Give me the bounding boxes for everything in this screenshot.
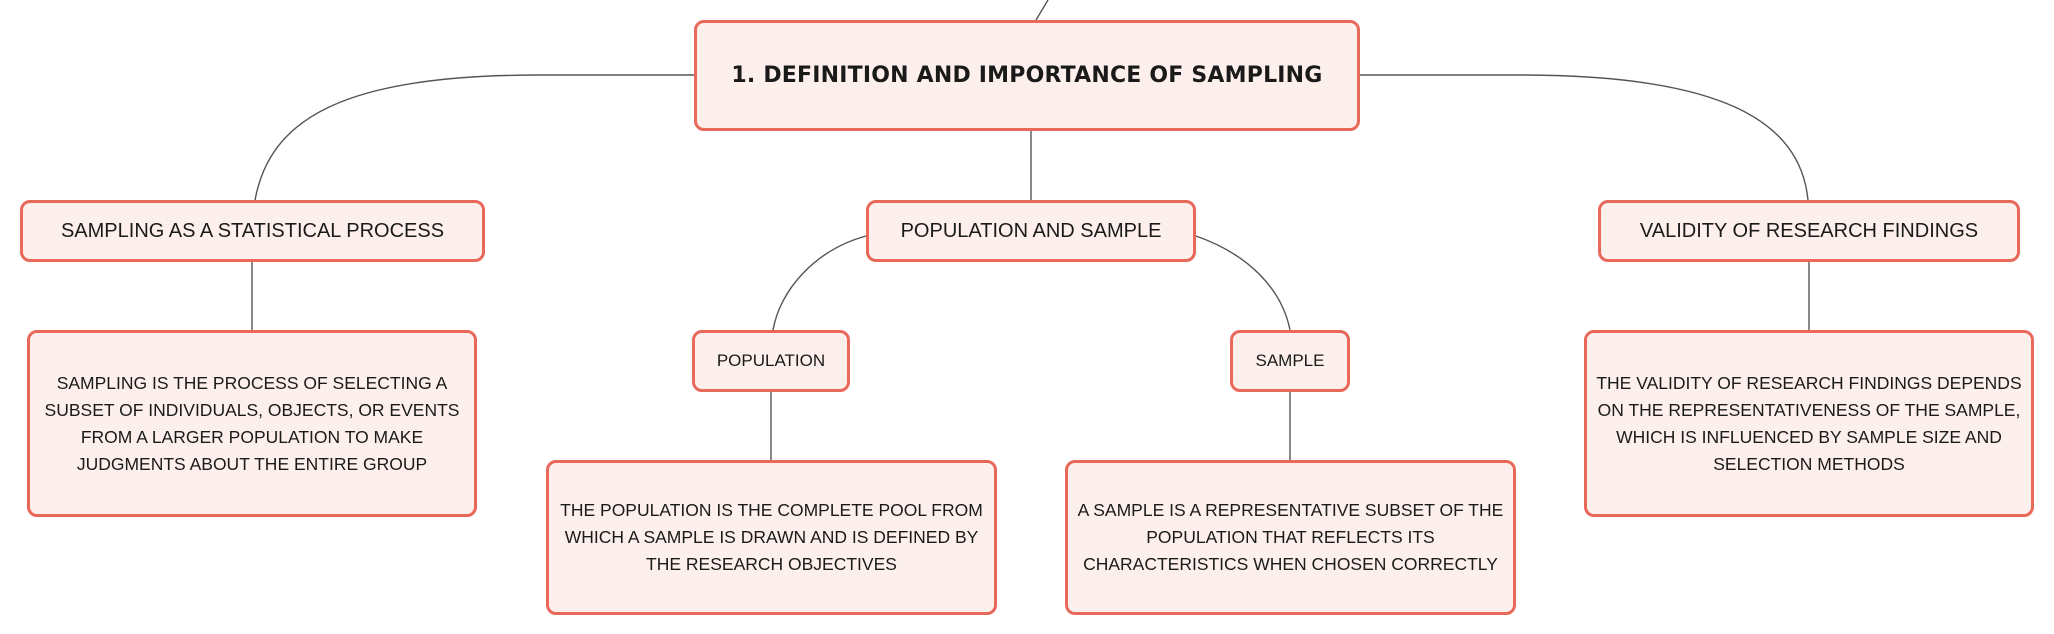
topic-node-sampling-process[interactable]: SAMPLING AS A STATISTICAL PROCESS — [20, 200, 485, 262]
connector-root-to-sampling-process — [254, 74, 694, 201]
description-text: THE POPULATION IS THE COMPLETE POOL FROM… — [560, 500, 983, 574]
description-node-population[interactable]: THE POPULATION IS THE COMPLETE POOL FROM… — [546, 460, 997, 615]
topic-node-label: VALIDITY OF RESEARCH FINDINGS — [1639, 219, 1979, 242]
description-node-sampling-process[interactable]: SAMPLING IS THE PROCESS OF SELECTING A S… — [27, 330, 477, 517]
description-node-validity[interactable]: THE VALIDITY OF RESEARCH FINDINGS DEPEND… — [1584, 330, 2034, 517]
connector-root-to-validity — [1360, 74, 1809, 201]
description-text: A SAMPLE IS A REPRESENTATIVE SUBSET OF T… — [1077, 500, 1504, 574]
topic-node-label: POPULATION AND SAMPLE — [900, 219, 1162, 242]
topic-node-label: SAMPLING AS A STATISTICAL PROCESS — [60, 219, 445, 242]
subtopic-node-label: SAMPLE — [1255, 351, 1325, 370]
subtopic-node-label: POPULATION — [716, 351, 826, 370]
subtopic-node-sample[interactable]: SAMPLE — [1230, 330, 1350, 392]
topic-node-population-and-sample[interactable]: POPULATION AND SAMPLE — [866, 200, 1196, 262]
topic-node-validity[interactable]: VALIDITY OF RESEARCH FINDINGS — [1598, 200, 2020, 262]
description-node-sample[interactable]: A SAMPLE IS A REPRESENTATIVE SUBSET OF T… — [1065, 460, 1516, 615]
connector-root-parent — [1035, 0, 1049, 21]
root-node[interactable]: 1. DEFINITION AND IMPORTANCE OF SAMPLING — [694, 20, 1360, 131]
subtopic-node-population[interactable]: POPULATION — [692, 330, 850, 392]
description-text: THE VALIDITY OF RESEARCH FINDINGS DEPEND… — [1596, 372, 2022, 474]
description-text: SAMPLING IS THE PROCESS OF SELECTING A S… — [44, 372, 460, 474]
connector-population-and-sample-to-population — [772, 235, 867, 331]
connector-population-and-sample-to-sample — [1195, 235, 1291, 331]
root-node-label: 1. DEFINITION AND IMPORTANCE OF SAMPLING — [731, 63, 1323, 88]
